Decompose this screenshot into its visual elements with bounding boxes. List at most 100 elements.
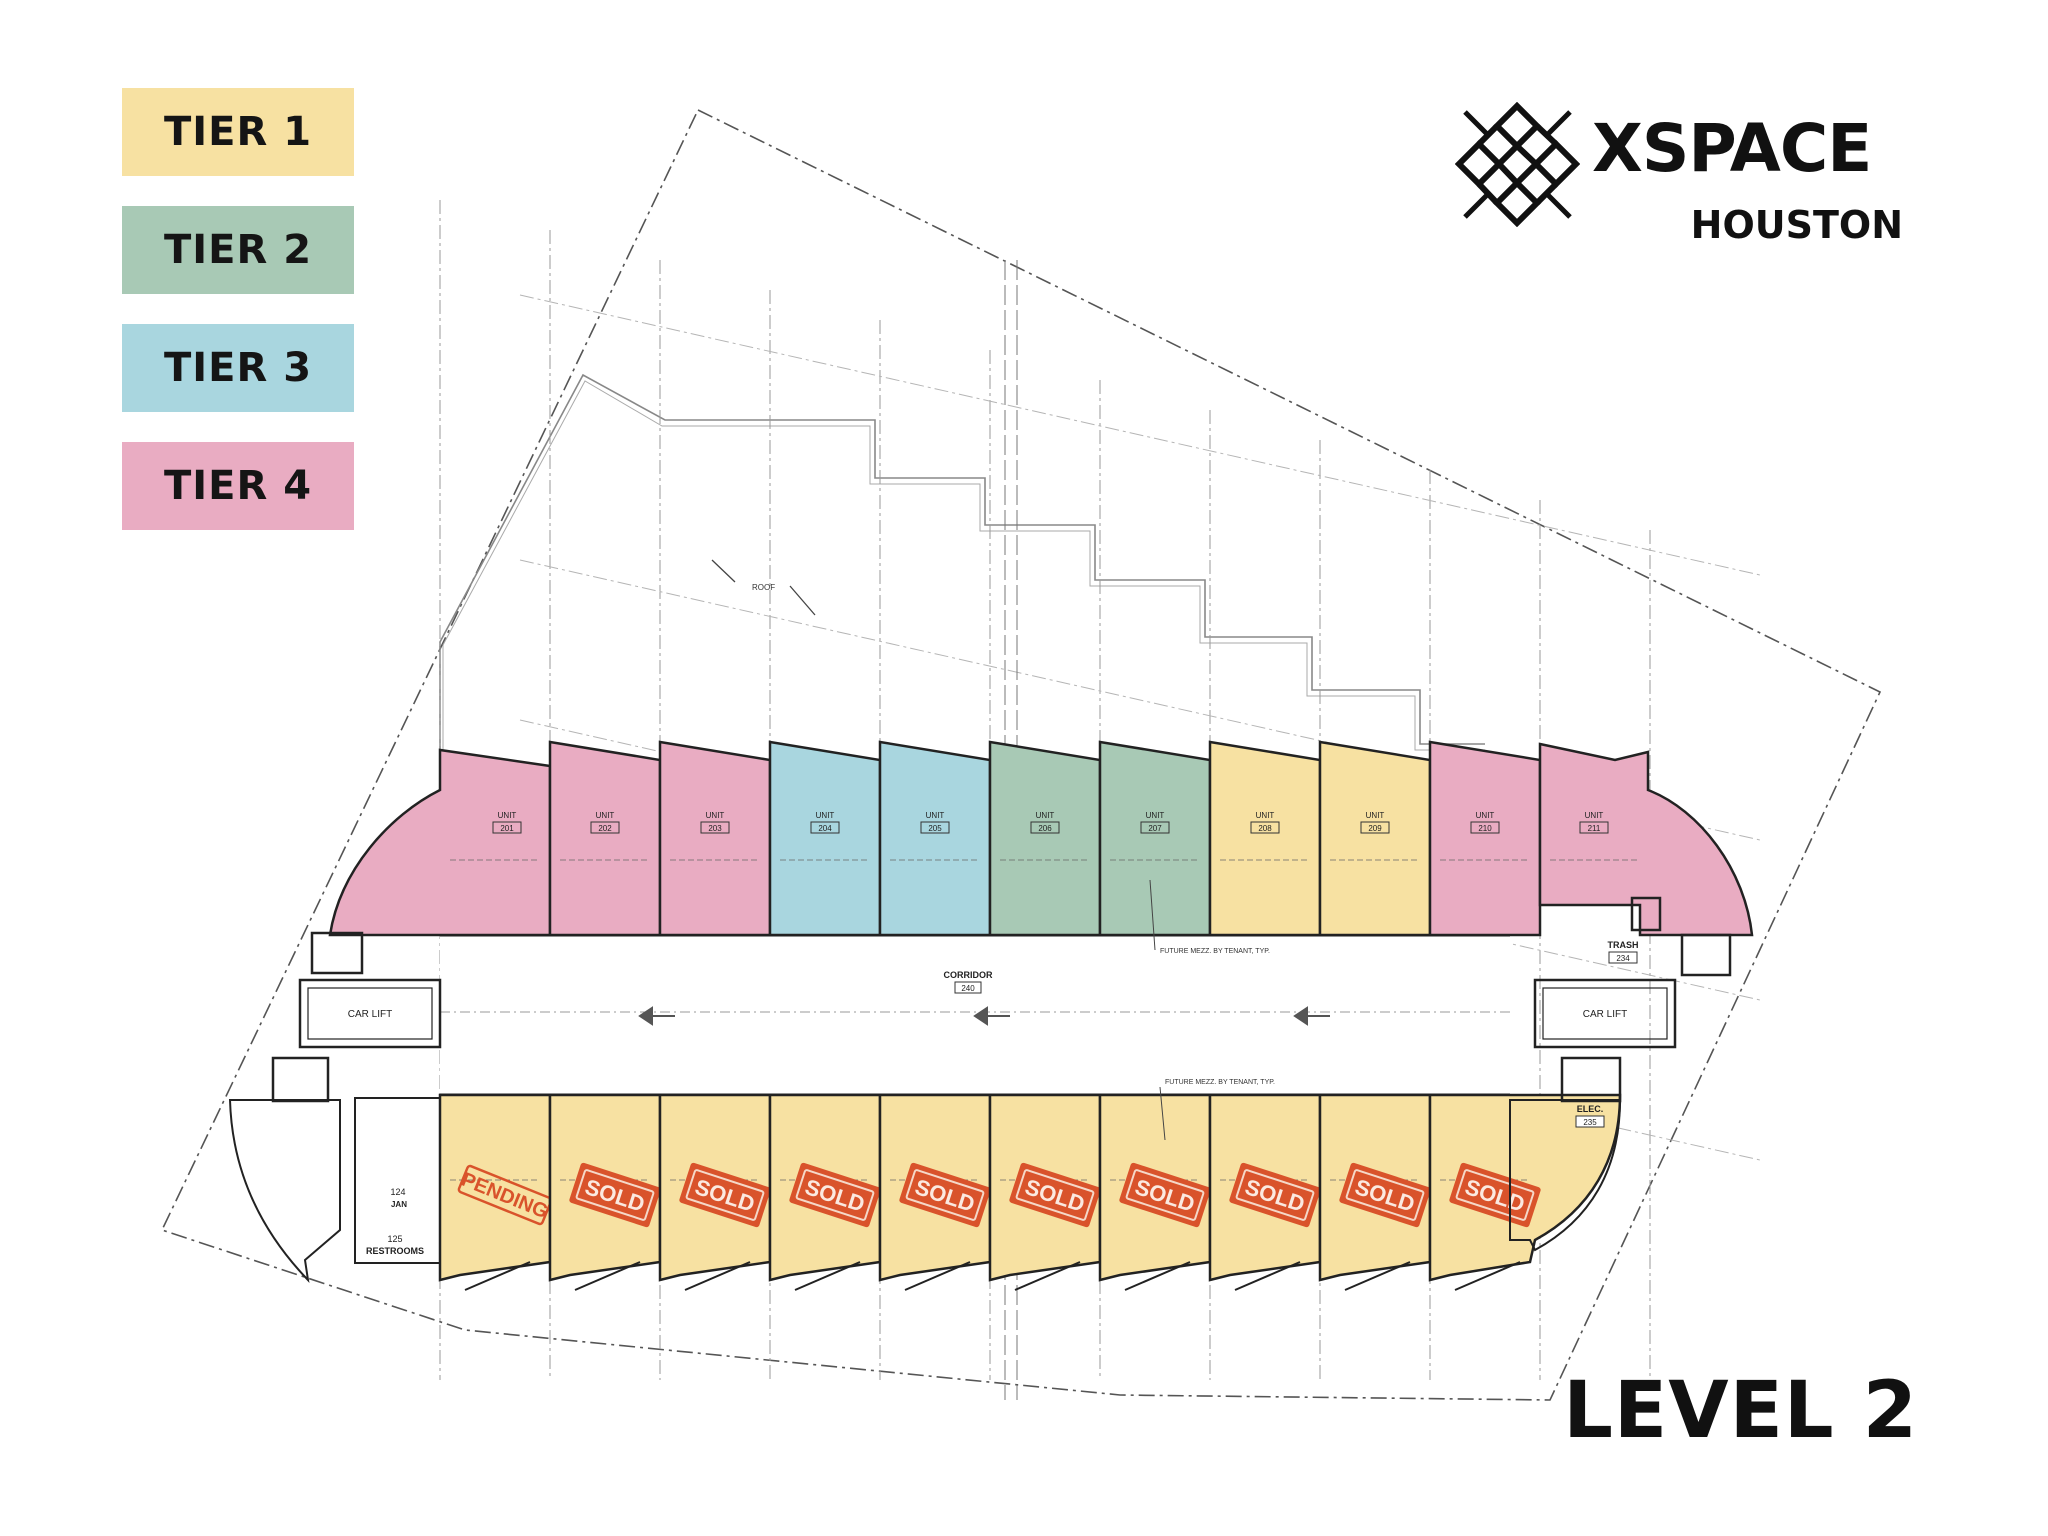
unit-number-tag [1579,821,1609,834]
level-title: LEVEL 2 [1563,1366,1918,1456]
unit-word-label: UNIT [498,811,517,820]
unit-number-tag [1250,821,1280,834]
unit-number-label: 204 [818,824,832,833]
lower-unit-8[interactable]: SOLD [1208,1093,1322,1291]
elec-tag [1575,1115,1605,1128]
unit-number-tag [590,821,620,834]
right-car-lift-label: CAR LIFT [1583,1009,1627,1020]
unit-word-label: UNIT [926,811,945,820]
brand-logo: XSPACE HOUSTON [1455,96,1915,256]
unit-211-fill [1538,742,1754,937]
unit-word-label: UNIT [1585,811,1604,820]
unit-word-label: UNIT [1366,811,1385,820]
lower-unit-2[interactable]: SOLD [548,1093,662,1291]
unit-202[interactable]: UNIT 202 [548,740,662,937]
unit-word-label: UNIT [1146,811,1165,820]
roof-arrow-a [711,559,736,583]
corridor-label: CORRIDOR [944,970,993,980]
storefront-line [794,1261,861,1291]
lower-unit-9[interactable]: SOLD [1318,1093,1432,1291]
trash-number: 234 [1616,954,1630,963]
legend-tier-4-label: TIER 4 [163,463,313,509]
unit-201[interactable]: UNIT 201 [328,748,552,937]
mezz-note-upper: FUTURE MEZZ. BY TENANT, TYP. [1160,948,1270,955]
room-124-label: 124 [390,1187,405,1197]
lower-unit-4[interactable]: SOLD [768,1093,882,1291]
site-boundary [160,108,1882,1401]
left-core [228,931,442,1283]
legend-tier-1: TIER 1 [122,88,354,176]
brand-city: HOUSTON [1690,203,1903,247]
unit-word-label: UNIT [1256,811,1275,820]
unit-number-label: 202 [598,824,612,833]
unit-208[interactable]: UNIT 208 [1208,740,1322,937]
lower-unit-5[interactable]: SOLD [878,1093,992,1291]
legend-tier-3-label: TIER 3 [163,345,313,391]
legend-tier-2-label: TIER 2 [163,227,313,273]
corridor-arrows [638,1006,1330,1026]
unit-201-fill [328,748,552,937]
unit-209[interactable]: UNIT 209 [1318,740,1432,937]
storefront-line [1014,1261,1081,1291]
unit-number-label: 203 [708,824,722,833]
brand-name: XSPACE [1592,110,1872,187]
sold-stamp: SOLD [1229,1162,1321,1228]
storefront-line [1344,1261,1411,1291]
sold-stamp: SOLD [1339,1162,1431,1228]
unit-210-fill [1428,740,1542,937]
room-125-label: 125 [387,1234,402,1244]
elec-number: 235 [1583,1118,1597,1127]
unit-number-label: 209 [1368,824,1382,833]
unit-205-fill [878,740,992,937]
unit-number-label: 207 [1148,824,1162,833]
unit-word-label: UNIT [1476,811,1495,820]
unit-word-label: UNIT [596,811,615,820]
mezz-note-leader-lower [1159,1086,1166,1141]
unit-number-tag [1140,821,1170,834]
storefront-line [1124,1261,1191,1291]
unit-208-fill [1208,740,1322,937]
storefront-line [574,1261,641,1291]
sold-stamp: SOLD [899,1162,991,1228]
legend-tier-1-label: TIER 1 [163,109,313,155]
unit-number-label: 208 [1258,824,1272,833]
sold-stamp: SOLD [1119,1162,1211,1228]
sold-stamp: SOLD [1009,1162,1101,1228]
unit-number-label: 201 [500,824,514,833]
unit-number-tag [920,821,950,834]
unit-word-label: UNIT [1036,811,1055,820]
lower-unit-1[interactable]: PENDING [438,1093,553,1291]
sold-stamp: SOLD [679,1162,771,1228]
legend-tier-3: TIER 3 [122,324,354,412]
unit-207[interactable]: UNIT 207 [1098,740,1212,937]
storefront-line [1234,1261,1301,1291]
xspace-logo-icon [1455,102,1580,227]
legend-tier-4: TIER 4 [122,442,354,530]
storefront-line [464,1261,531,1291]
restrooms-label: RESTROOMS [366,1246,424,1256]
unit-number-tag [1030,821,1060,834]
left-car-lift-label: CAR LIFT [348,1009,392,1020]
lower-unit-6[interactable]: SOLD [988,1093,1102,1291]
sold-stamp: SOLD [569,1162,661,1228]
lower-unit-10[interactable]: SOLD [1428,1093,1622,1291]
jan-label: JAN [391,1200,407,1209]
unit-number-tag [700,821,730,834]
unit-number-tag [810,821,840,834]
unit-number-tag [1470,821,1500,834]
lower-unit-7[interactable]: SOLD [1098,1093,1212,1291]
sold-stamp: SOLD [789,1162,881,1228]
lower-unit-3[interactable]: SOLD [658,1093,772,1291]
unit-number-tag [1360,821,1390,834]
corridor-tag [954,981,982,994]
corridor-number: 240 [961,984,975,993]
roof-outline-inner [442,380,1485,792]
